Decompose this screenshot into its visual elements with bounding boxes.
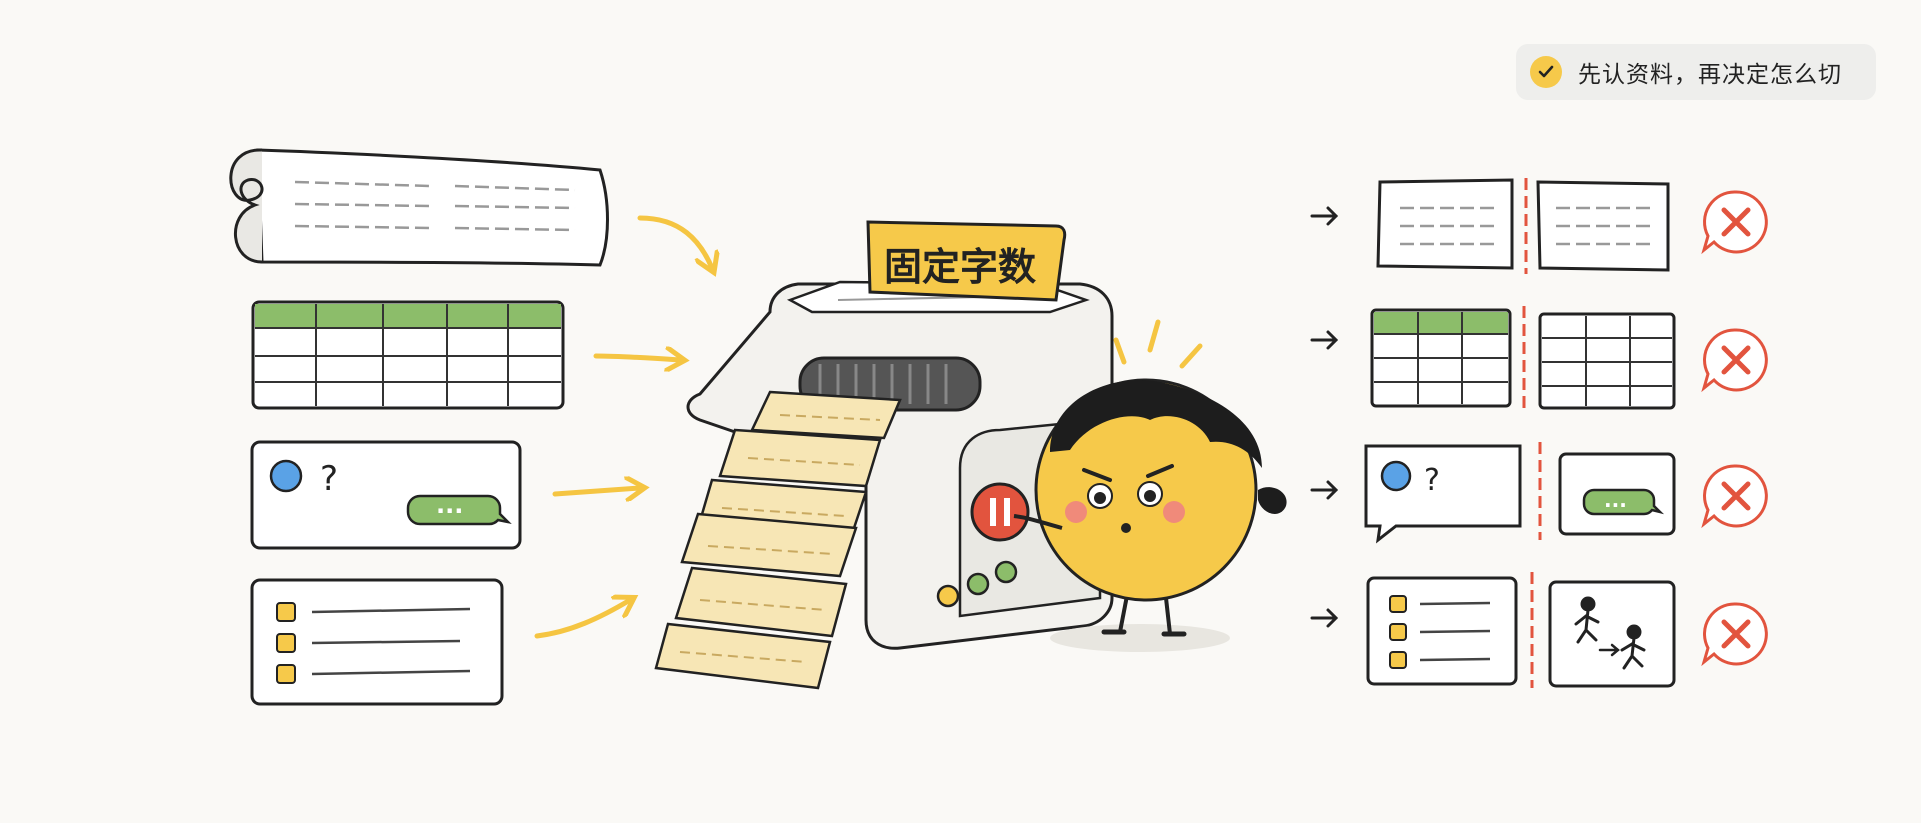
cutting-machine: 固定字数 [654,220,1114,690]
chat-bubble-icon [406,494,512,526]
bubble-dots-split: ··· [1604,493,1627,517]
split-chat-result: ? ··· [1364,442,1676,544]
character [1013,319,1287,652]
blue-dot-icon [269,459,303,493]
table-document-icon [251,300,565,410]
note-badge: 先认资料，再决定怎么切 [1516,44,1876,100]
split-text-result [1376,178,1670,274]
x-icon [1701,190,1768,255]
checklist-document-icon [250,578,504,706]
x-icon [1701,602,1768,667]
question-mark: ? [320,459,338,499]
question-mark-split: ? [1424,463,1440,498]
split-table-result [1370,306,1676,412]
x-icon [1701,328,1768,393]
scroll-document-icon [229,148,609,267]
bubble-dots: ··· [436,497,463,525]
machine-label: 固定字数 [884,245,1036,289]
x-icons [1701,190,1768,667]
machine-label-plate [866,220,1067,302]
x-icon [1701,464,1768,529]
badge-text: 先认资料，再决定怎么切 [1578,62,1842,88]
chat-document-icon: ? ··· [250,440,522,550]
pause-button-icon [970,482,1030,542]
walking-figures-icon [1574,596,1646,670]
check-icon [1530,56,1562,88]
output-arrows [1310,206,1339,628]
split-steps-result [1366,572,1676,688]
input-arrows [534,215,712,639]
